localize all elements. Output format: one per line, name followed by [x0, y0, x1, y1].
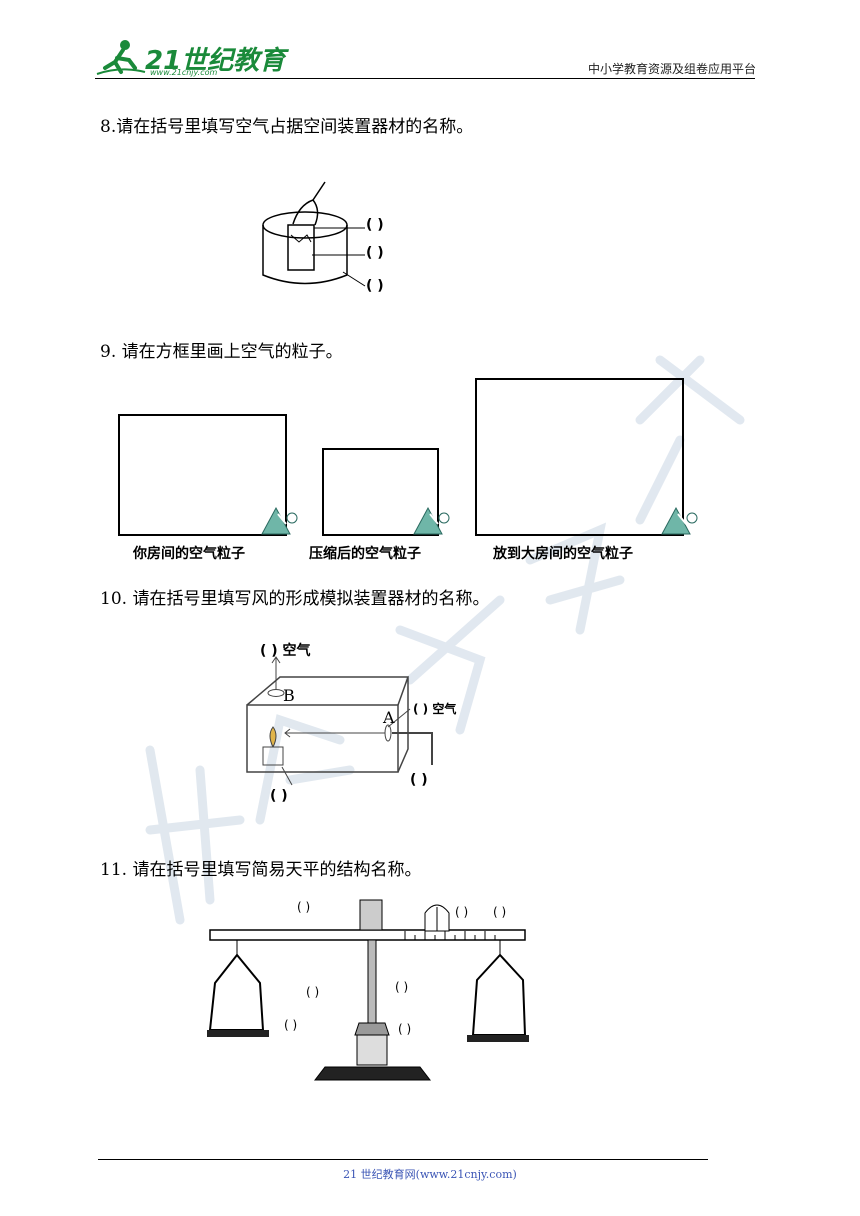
- q11-bracket-pointer: ( ): [455, 905, 469, 919]
- mountain-icon: [661, 506, 698, 535]
- q11-bracket-scale: ( ): [493, 905, 507, 919]
- q10-right-label: ( ) 空气: [413, 702, 457, 716]
- question-8: 8.请在括号里填写空气占据空间装置器材的名称。: [100, 117, 474, 137]
- caption-room: 你房间的空气粒子: [133, 546, 245, 562]
- question-11: 11. 请在括号里填写简易天平的结构名称。: [100, 860, 422, 880]
- q10-figure-wind-box: [246, 656, 433, 786]
- q11-bracket-pan: ( ): [284, 1018, 298, 1032]
- logo-url: www.21cnjy.com: [150, 68, 218, 77]
- q10-top-label: ( ) 空气: [260, 643, 311, 659]
- drawing-box-room[interactable]: [118, 414, 287, 536]
- q8-bracket-2: ( ): [366, 245, 384, 261]
- q10-bracket-candle: ( ): [270, 788, 288, 804]
- mountain-icon: [413, 506, 450, 535]
- footer-divider: [98, 1159, 708, 1160]
- q11-bracket-pillar: ( ): [306, 985, 320, 999]
- q8-bracket-1: ( ): [366, 217, 384, 233]
- header-divider: [95, 78, 755, 79]
- question-10: 10. 请在括号里填写风的形成模拟装置器材的名称。: [100, 589, 490, 609]
- footer-text[interactable]: 21 世纪教育网(www.21cnjy.com): [343, 1168, 517, 1181]
- q11-figure-balance: [207, 899, 529, 1081]
- question-9: 9. 请在方框里画上空气的粒子。: [100, 342, 343, 362]
- caption-big-room: 放到大房间的空气粒子: [493, 546, 633, 562]
- q8-figure-trough-cup: [262, 181, 366, 287]
- q10-label-b: B: [283, 686, 295, 705]
- mountain-icon: [261, 506, 298, 535]
- logo: [95, 38, 147, 78]
- runner-logo-icon: [96, 40, 146, 75]
- drawing-box-compressed[interactable]: [322, 448, 439, 536]
- logo-text: 21世纪教育: [145, 46, 286, 76]
- q8-bracket-3: ( ): [366, 278, 384, 294]
- header-platform-text: 中小学教育资源及组卷应用平台: [587, 62, 756, 76]
- q11-bracket-base: ( ): [398, 1022, 412, 1036]
- q10-bracket-tube: ( ): [410, 772, 428, 788]
- q10-label-a: A: [383, 708, 395, 727]
- q11-bracket-beam: ( ): [297, 900, 311, 914]
- q11-bracket-index: ( ): [395, 980, 409, 994]
- caption-compressed: 压缩后的空气粒子: [309, 546, 421, 562]
- drawing-box-big-room[interactable]: [475, 378, 684, 536]
